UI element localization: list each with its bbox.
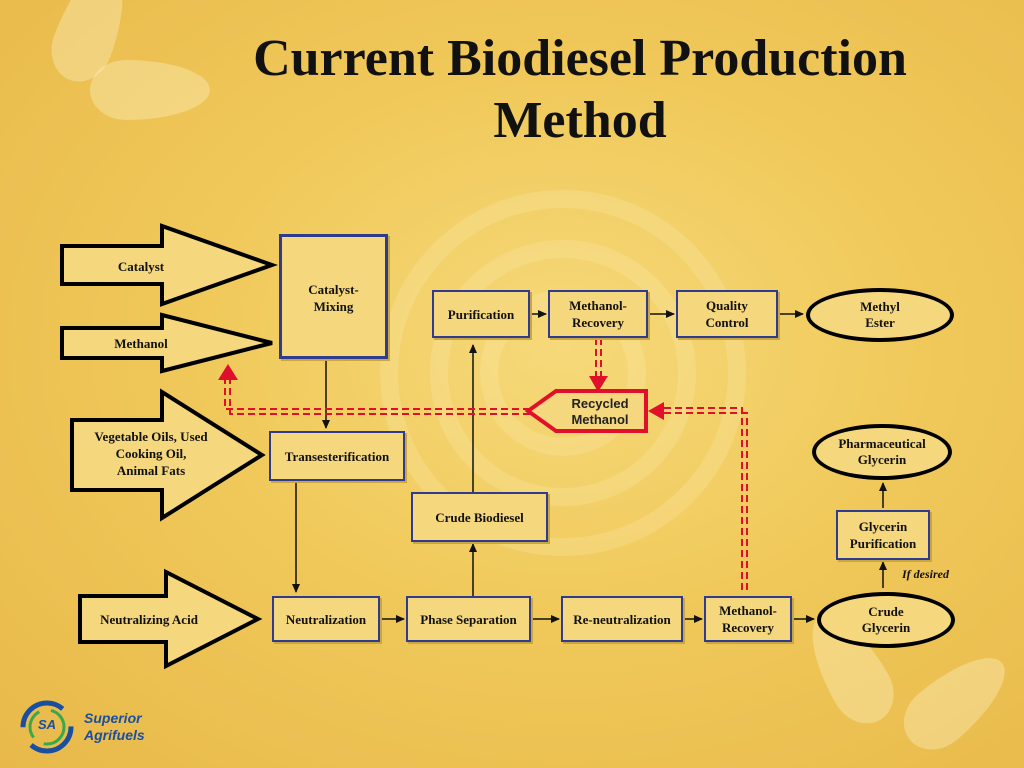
recycle-line-to-mixing (224, 378, 530, 410)
text-line: Glycerin (857, 452, 907, 467)
title-line: Method (493, 92, 667, 149)
reneutralization-box: Re-neutralization (561, 596, 683, 642)
input-catalyst-label: Catalyst (117, 259, 165, 274)
input-arrow-neutralizing-acid (78, 568, 263, 670)
text-line: Recovery (572, 315, 624, 330)
text-line: Control (705, 315, 749, 330)
text-line: Agrifuels (84, 727, 145, 743)
methanol-recovery-bottom-box: Methanol- Recovery (704, 596, 792, 642)
input-arrow-methanol (60, 312, 273, 374)
text-line: Superior (84, 710, 142, 726)
text-line: Methanol (571, 412, 629, 427)
transesterification-box: Transesterification (269, 431, 405, 481)
text-line: Purification (849, 536, 917, 551)
input-methanol-label: Methanol (114, 336, 168, 351)
recycle-line-to-mixing (229, 378, 530, 415)
superior-agrifuels-logo-mark: SA (37, 717, 57, 732)
logo-text: Superior Agrifuels (84, 710, 145, 744)
text-line: Glycerin (861, 620, 911, 635)
neutralization-box: Neutralization (272, 596, 380, 642)
text-line: Methanol- (569, 298, 627, 313)
glycerin-purification-box: Glycerin Purification (836, 510, 930, 560)
text-line: Quality (706, 298, 748, 313)
methyl-ester-oval: Methyl Ester (806, 288, 954, 342)
input-oils-label: Vegetable Oils, Used Cooking Oil, Animal… (76, 428, 226, 479)
text-line: Ester (865, 315, 895, 330)
text-line: Methanol- (719, 603, 777, 618)
methanol-recovery-top-box: Methanol- Recovery (548, 290, 648, 338)
recycle-line-from-bottom (662, 407, 743, 590)
text-line: Pharmaceutical (838, 436, 926, 451)
input-arrow-catalyst (60, 223, 278, 307)
text-line: Vegetable Oils, Used (94, 429, 208, 444)
recycle-arrowhead-down (589, 376, 608, 392)
recycled-methanol-label: Recycled Methanol (558, 396, 642, 428)
text-line: Methyl (860, 299, 900, 314)
logo-ring-inner (28, 708, 66, 746)
crude-biodiesel-box: Crude Biodiesel (411, 492, 548, 542)
input-arrow-oils (70, 388, 266, 522)
catalyst-mixing-box: Catalyst- Mixing (279, 234, 388, 359)
recycled-methanol-shape (524, 389, 648, 433)
if-desired-note: If desired (902, 567, 949, 581)
recycle-arrowhead-left (648, 402, 664, 420)
text-line: Recovery (722, 620, 774, 635)
recycle-arrowhead-up (218, 364, 238, 380)
text-line: Mixing (313, 299, 354, 314)
text-line: Cooking Oil, (115, 446, 187, 461)
phase-separation-box: Phase Separation (406, 596, 531, 642)
input-neutralizing-acid-label: Neutralizing Acid (100, 612, 198, 627)
logo-ring (20, 700, 74, 754)
quality-control-box: Quality Control (676, 290, 778, 338)
recycle-line-from-bottom (662, 412, 748, 590)
pharmaceutical-glycerin-oval: Pharmaceutical Glycerin (812, 424, 952, 480)
text-line: Animal Fats (116, 463, 186, 478)
title-line: Current Biodiesel Production (253, 30, 907, 87)
crude-glycerin-oval: Crude Glycerin (817, 592, 955, 648)
text-line: Crude (868, 604, 904, 619)
text-line: Recycled (571, 396, 629, 411)
text-line: Catalyst- (308, 282, 359, 297)
slide-title: Current Biodiesel Production Method (150, 28, 1010, 152)
text-line: Glycerin (858, 519, 908, 534)
purification-box: Purification (432, 290, 530, 338)
